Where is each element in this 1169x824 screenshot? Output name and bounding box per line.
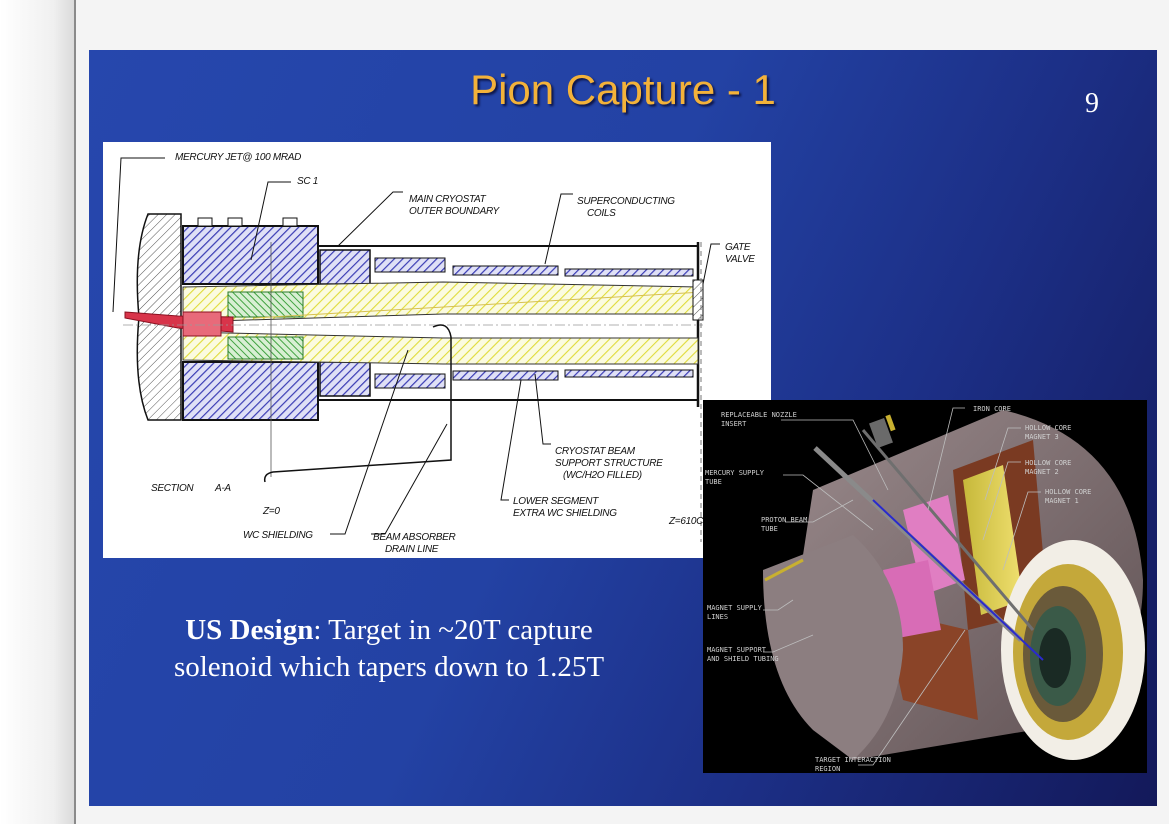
label-hollow-core-1-2: MAGNET 1 bbox=[1045, 497, 1079, 505]
label-hollow-core-3-2: MAGNET 3 bbox=[1025, 433, 1059, 441]
label-beam-absorber-2: DRAIN LINE bbox=[385, 544, 439, 555]
label-section: SECTION bbox=[151, 483, 194, 494]
page-number: 9 bbox=[1085, 88, 1099, 119]
label-hollow-core-1-1: HOLLOW CORE bbox=[1045, 488, 1091, 496]
caption-line-2: solenoid which tapers down to 1.25T bbox=[173, 651, 605, 683]
label-mercury-supply-2: TUBE bbox=[705, 478, 722, 486]
label-nozzle-2: INSERT bbox=[721, 420, 747, 428]
label-magnet-supply-2: LINES bbox=[707, 613, 728, 621]
label-nozzle-1: REPLACEABLE NOZZLE bbox=[721, 411, 797, 419]
caption-line-1-rest: : Target in ~20T capture bbox=[313, 614, 593, 646]
label-proton-beam-2: TUBE bbox=[761, 525, 778, 533]
label-section-aa: A-A bbox=[214, 483, 231, 494]
label-magnet-supply-1: MAGNET SUPPLY bbox=[707, 604, 763, 612]
caption-line-1: US Design: Target in ~20T capture bbox=[129, 612, 649, 649]
caption-bold: US Design bbox=[185, 614, 314, 646]
label-cryostat-beam-1: CRYOSTAT BEAM bbox=[555, 446, 636, 457]
label-superconducting-2: COILS bbox=[587, 208, 616, 219]
label-gate: GATE bbox=[725, 242, 751, 253]
label-proton-beam-1: PROTON BEAM bbox=[761, 516, 807, 524]
label-mercury-jet: MERCURY JET@ 100 MRAD bbox=[175, 152, 301, 163]
label-cryostat-beam-2: SUPPORT STRUCTURE bbox=[555, 458, 663, 469]
label-target-interaction-1: TARGET INTERACTION bbox=[815, 756, 891, 764]
label-mercury-supply-1: MERCURY SUPPLY bbox=[705, 469, 765, 477]
cutaway-svg: REPLACEABLE NOZZLE INSERT IRON CORE HOLL… bbox=[705, 405, 1145, 773]
page-edge bbox=[0, 0, 76, 824]
cross-section-svg: MERCURY JET@ 100 MRAD SC 1 MAIN CRYOSTAT… bbox=[112, 152, 756, 555]
label-wc-shielding: WC SHIELDING bbox=[243, 530, 313, 541]
label-superconducting-1: SUPERCONDUCTING bbox=[577, 196, 675, 207]
slide: Pion Capture - 1 9 bbox=[89, 50, 1157, 806]
slide-title: Pion Capture - 1 bbox=[470, 66, 776, 113]
label-magnet-support-2: AND SHIELD TUBING bbox=[707, 655, 779, 663]
label-cryostat-beam-3: (WC/H2O FILLED) bbox=[563, 470, 642, 481]
label-beam-absorber-1: BEAM ABSORBER bbox=[373, 532, 455, 543]
caption: US Design: Target in ~20T capture soleno… bbox=[129, 612, 649, 686]
label-z610: Z=610CM bbox=[668, 516, 712, 527]
label-target-interaction-2: REGION bbox=[815, 765, 840, 773]
label-main-cryostat-1: MAIN CRYOSTAT bbox=[409, 194, 487, 205]
cross-section-drawing: MERCURY JET@ 100 MRAD SC 1 MAIN CRYOSTAT… bbox=[103, 142, 771, 558]
label-sc1: SC 1 bbox=[297, 176, 318, 187]
label-lower-segment-2: EXTRA WC SHIELDING bbox=[513, 508, 617, 519]
label-lower-segment-1: LOWER SEGMENT bbox=[513, 496, 599, 507]
cutaway-render: REPLACEABLE NOZZLE INSERT IRON CORE HOLL… bbox=[703, 400, 1147, 773]
label-valve: VALVE bbox=[725, 254, 755, 265]
label-hollow-core-2-1: HOLLOW CORE bbox=[1025, 459, 1071, 467]
label-hollow-core-3-1: HOLLOW CORE bbox=[1025, 424, 1071, 432]
label-main-cryostat-2: OUTER BOUNDARY bbox=[409, 206, 501, 217]
label-magnet-support-1: MAGNET SUPPORT bbox=[707, 646, 767, 654]
label-hollow-core-2-2: MAGNET 2 bbox=[1025, 468, 1059, 476]
label-iron-core: IRON CORE bbox=[973, 405, 1011, 413]
label-z0: Z=0 bbox=[262, 506, 280, 517]
